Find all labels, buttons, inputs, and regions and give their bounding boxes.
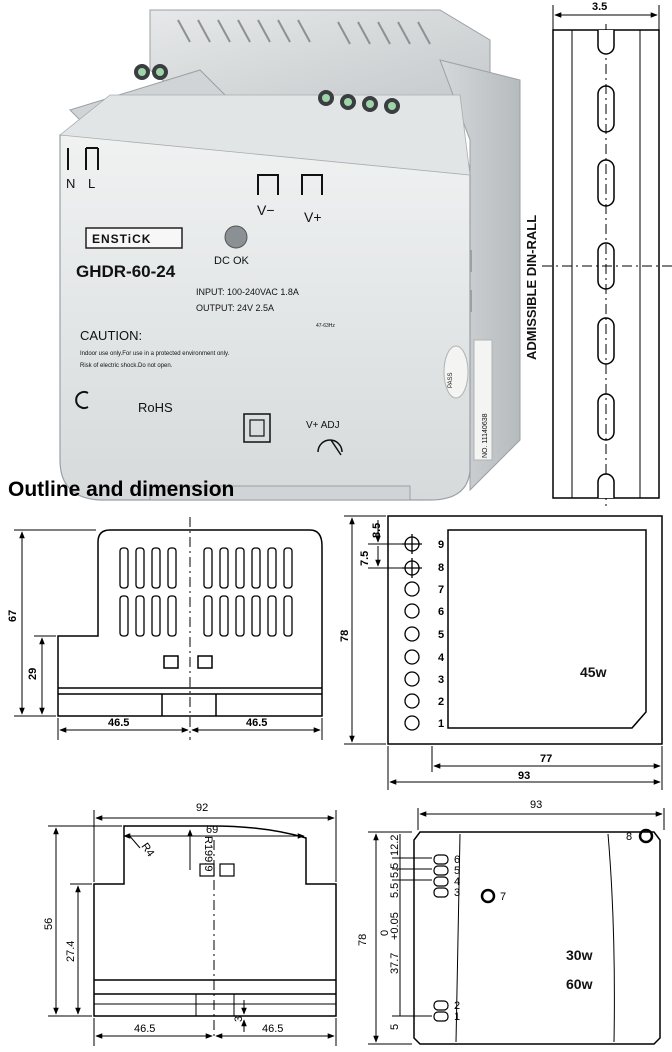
caution-line-1: Indoor use only.For use in a protected e… — [80, 351, 230, 357]
dc-ok-label: DC OK — [214, 255, 250, 267]
product-photo — [58, 9, 521, 501]
side3060-total-width: 92 — [196, 802, 208, 814]
front3060-terminal-1: 1 — [454, 1011, 460, 1023]
terminal-vminus-label: V− — [257, 202, 275, 218]
front3060-pitch-b: 5.5 — [389, 883, 401, 898]
front45-terminal-8: 8 — [438, 562, 444, 574]
rohs-label: RoHS — [138, 400, 173, 415]
front45-terminal-2: 2 — [438, 696, 444, 708]
front45-terminal-3: 3 — [438, 674, 444, 686]
front3060-bottom-label: 5 — [389, 1024, 401, 1030]
front3060-height-label: 78 — [357, 934, 369, 946]
side3060-radius-small: R4 — [139, 841, 157, 859]
frequency-spec: 47-63Hz — [316, 323, 335, 329]
side45-right-width: 46.5 — [246, 717, 267, 729]
side3060-lower-height-label: 27.4 — [65, 941, 77, 962]
side3060-height-label: 56 — [43, 918, 55, 930]
front3060-terminal-4: 4 — [454, 876, 460, 888]
front3060-led-8: 8 — [626, 831, 632, 843]
front45-terminal-5: 5 — [438, 629, 444, 641]
side-view-30-60w — [48, 810, 337, 1046]
front3060-tolerance-lower: +0.05 — [389, 912, 401, 940]
terminal-l-label: L — [88, 176, 95, 191]
side45-height-label: 67 — [7, 610, 19, 622]
front-view-30-60w — [368, 808, 665, 1045]
front3060-wattage-60: 60w — [566, 976, 593, 992]
caution-title: CAUTION: — [80, 328, 142, 343]
front45-pitch-b: 8.5 — [371, 523, 383, 538]
front45-inner-width: 77 — [540, 753, 552, 765]
output-spec: OUTPUT: 24V 2.5A — [196, 303, 274, 313]
front3060-top-width: 93 — [530, 799, 542, 811]
section-heading: Outline and dimension — [8, 478, 235, 501]
model-number: GHDR-60-24 — [76, 262, 176, 281]
front45-height-label: 78 — [339, 630, 351, 642]
din-rail-caption: ADMISSIBLE DIN-RALL — [524, 215, 539, 360]
brand-name: ENSTiCK — [92, 232, 151, 246]
front3060-tolerance-upper: 0 — [379, 930, 391, 936]
side3060-radius-large: R199.9 — [202, 836, 214, 871]
front45-pitch-a: 7.5 — [359, 551, 371, 566]
front45-terminal-6: 6 — [438, 606, 444, 618]
side45-lower-height-label: 29 — [27, 668, 39, 680]
brand-badge — [85, 227, 183, 249]
front3060-led-7: 7 — [500, 891, 506, 903]
front3060-terminal-5: 5 — [454, 865, 460, 877]
front3060-wattage-30: 30w — [566, 947, 593, 963]
front45-terminal-9: 9 — [438, 539, 444, 551]
pass-sticker: PASS — [448, 372, 454, 388]
front3060-mid-label: 37.7 — [389, 953, 401, 974]
front45-wattage: 45w — [580, 664, 607, 680]
front3060-terminal-2: 2 — [454, 1000, 460, 1012]
side3060-right-width: 46.5 — [262, 1023, 283, 1035]
input-spec: INPUT: 100-240VAC 1.8A — [196, 287, 299, 297]
side-view-45w — [14, 517, 323, 740]
side3060-gap-label: 3 — [233, 1016, 245, 1022]
front3060-terminal-3: 3 — [454, 887, 460, 899]
front3060-pitch-a: 5.5 — [389, 863, 401, 878]
din-rail-width-label: 3.5 — [592, 1, 607, 13]
side3060-left-width: 46.5 — [134, 1023, 155, 1035]
front3060-terminal-6: 6 — [454, 854, 460, 866]
vadj-label: V+ ADJ — [306, 420, 340, 431]
terminal-vplus-label: V+ — [304, 209, 322, 225]
front3060-top-offset: 12.2 — [389, 835, 401, 856]
front45-terminal-4: 4 — [438, 652, 445, 664]
din-rail-drawing — [542, 5, 672, 506]
ce-mark-icon — [75, 391, 89, 409]
front45-terminal-7: 7 — [438, 584, 444, 596]
front45-terminal-1: 1 — [438, 718, 444, 730]
front-view-45w — [344, 515, 663, 790]
caution-line-2: Risk of electric shock.Do not open. — [80, 363, 173, 369]
side45-left-width: 46.5 — [108, 717, 129, 729]
serial-sticker: NO. 11140638 — [482, 413, 489, 458]
side3060-top-width: 69 — [206, 824, 218, 836]
front45-outer-width: 93 — [518, 770, 530, 782]
terminal-n-label: N — [66, 176, 75, 191]
